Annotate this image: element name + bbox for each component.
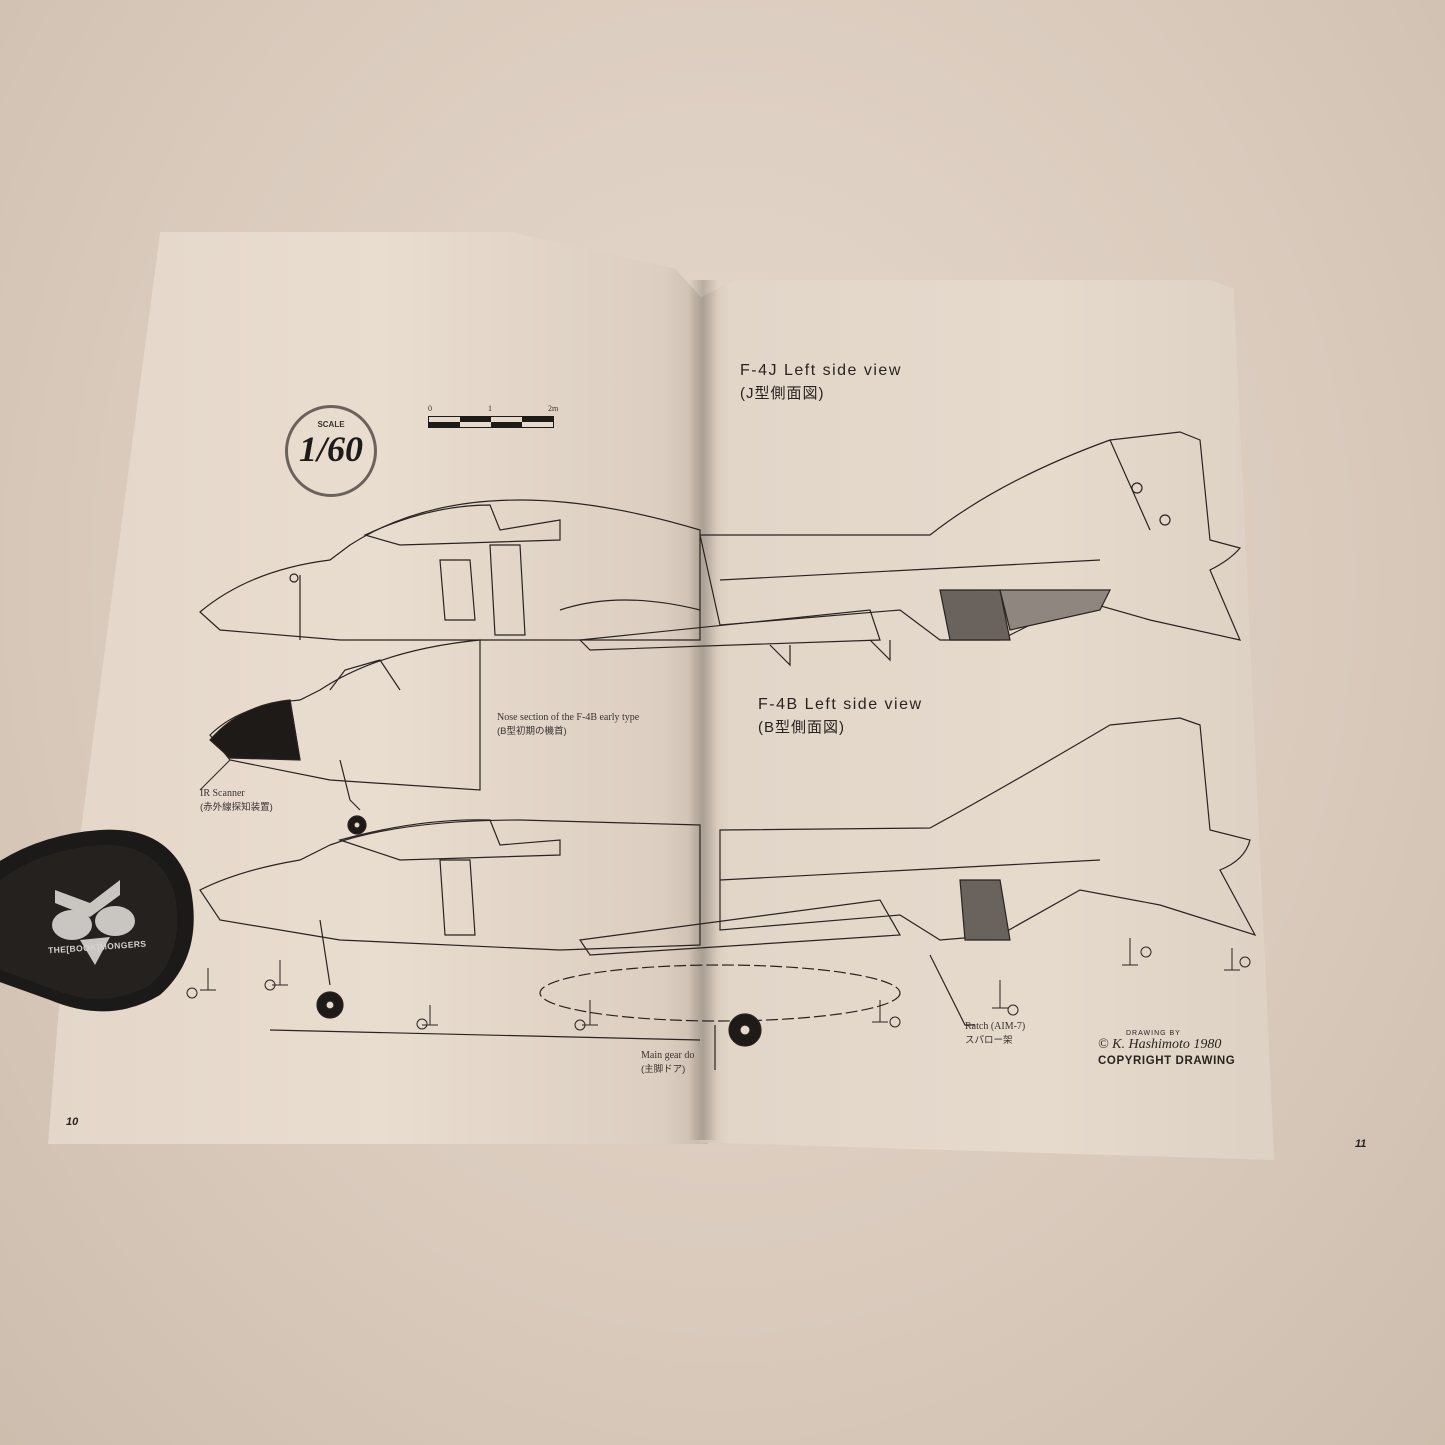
drawing-credit: DRAWING BY © K. Hashimoto 1980 COPYRIGHT…	[1098, 1030, 1235, 1067]
f4b-nose-inset	[199, 639, 481, 835]
artist-signature: © K. Hashimoto 1980	[1098, 1037, 1222, 1052]
f4j-title-en: F-4J Left side view	[740, 362, 902, 379]
main-gear-caption: Main gear do (主脚ドア)	[641, 1050, 694, 1075]
scale-bar: 0 1 2m	[428, 404, 558, 428]
book-glasses-logo-icon	[52, 880, 135, 965]
page-number-left: 10	[66, 1116, 79, 1128]
f4b-drawing	[199, 717, 1257, 1070]
scale-ratio: 1/60	[298, 429, 363, 469]
scale-tick-1: 1	[488, 404, 492, 413]
scale-bar-graphic	[428, 416, 554, 428]
right-page	[700, 280, 1275, 1160]
main-gear-caption-jp: (主脚ドア)	[641, 1064, 686, 1075]
leather-bookmark	[0, 829, 194, 1012]
ratch-caption-jp: スパロー架	[965, 1035, 1013, 1046]
scale-label: SCALE	[317, 420, 345, 429]
main-gear-caption-en: Main gear do	[641, 1050, 695, 1061]
copyright-label: COPYRIGHT DRAWING	[1098, 1055, 1236, 1067]
page-number-right: 11	[1355, 1138, 1367, 1150]
ir-scanner-caption-jp: (赤外線探知装置)	[200, 802, 273, 813]
scale-tick-0: 0	[428, 404, 432, 413]
f4b-title-en: F-4B Left side view	[758, 696, 923, 713]
inset-caption-en: Nose section of the F-4B early type	[497, 712, 640, 723]
scale-tick-2: 2m	[548, 404, 559, 413]
f4j-title: F-4J Left side view (J型側面図)	[740, 362, 902, 403]
inset-caption: Nose section of the F-4B early type (B型初…	[497, 712, 639, 737]
book-spine	[688, 280, 718, 1140]
f4b-title-jp: (B型側面図)	[758, 719, 845, 736]
f4j-title-jp: (J型側面図)	[740, 385, 825, 402]
f4j-drawing	[199, 431, 1242, 667]
inset-caption-jp: (B型初期の機首)	[497, 726, 567, 737]
station-markers	[186, 938, 1251, 1031]
ir-scanner-caption-en: IR Scanner	[200, 788, 245, 799]
drawing-by-label: DRAWING BY	[1126, 1030, 1181, 1037]
ir-scanner-caption: IR Scanner (赤外線探知装置)	[200, 788, 273, 813]
scale-badge: SCALE 1/60	[285, 405, 377, 497]
ratch-caption: Ratch (AIM-7) スパロー架	[965, 1021, 1025, 1046]
f4b-title: F-4B Left side view (B型側面図)	[758, 696, 923, 737]
ratch-caption-en: Ratch (AIM-7)	[965, 1021, 1026, 1032]
